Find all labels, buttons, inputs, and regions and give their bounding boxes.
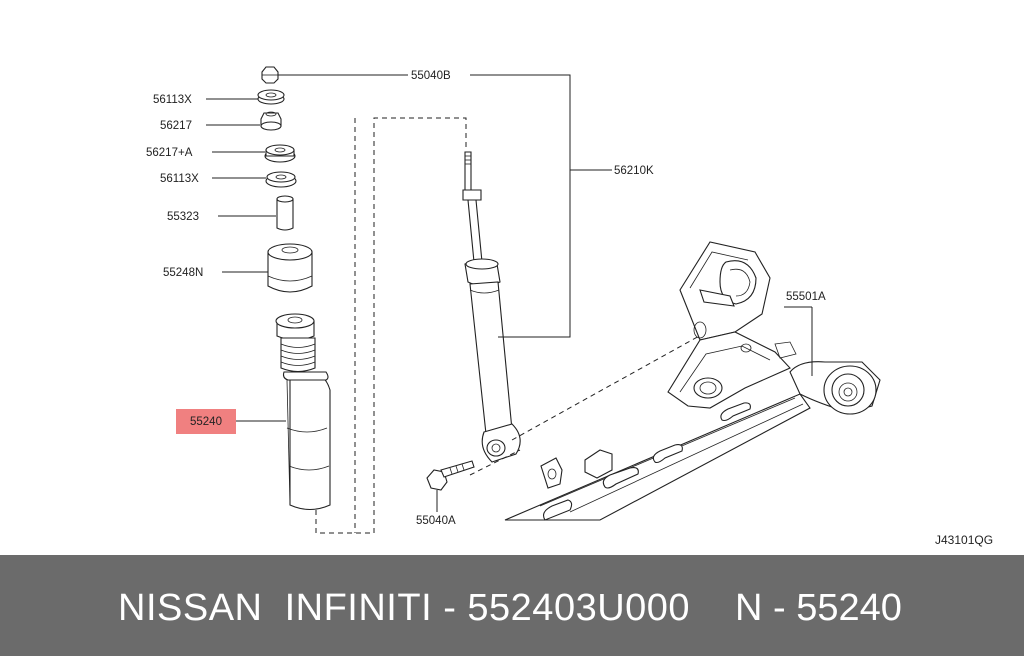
brand-part-number: NISSAN INFINITI - 552403U000 xyxy=(118,587,691,629)
reference-number: N - 55240 xyxy=(735,587,902,629)
label-55240: 55240 xyxy=(190,416,222,428)
axle-beam-55501A xyxy=(504,241,881,521)
label-56210K: 56210K xyxy=(614,165,654,177)
bump-stop-55240 xyxy=(275,313,331,511)
label-56113X-top: 56113X xyxy=(153,94,192,106)
highlight-box xyxy=(176,409,236,434)
bushing-56217 xyxy=(260,111,282,131)
spacer-55323 xyxy=(276,195,294,231)
label-56217A: 56217+A xyxy=(146,147,193,159)
dust-cap-55248N xyxy=(267,243,313,293)
label-56217: 56217 xyxy=(160,120,192,132)
label-55501A: 55501A xyxy=(786,291,826,303)
bolt-55040A xyxy=(426,460,475,491)
parts-diagram: 55040B 56113X 56217 56217+A 56113X 55323… xyxy=(146,66,881,534)
washer-56113X-top xyxy=(257,89,285,105)
label-55248N: 55248N xyxy=(163,267,203,279)
shock-absorber-56210K xyxy=(462,151,521,463)
nut-55040B xyxy=(261,66,279,84)
bushing-56217A xyxy=(264,144,296,163)
label-55323: 55323 xyxy=(167,211,199,223)
diagram-ref-code: J43101QG xyxy=(935,533,994,547)
footer-bar: NISSAN INFINITI - 552403U000 N - 55240 xyxy=(0,555,1024,656)
exploded-view-svg: 55040B 56113X 56217 56217+A 56113X 55323… xyxy=(146,66,881,534)
label-55040B: 55040B xyxy=(411,70,451,82)
label-55040A: 55040A xyxy=(416,515,456,527)
washer-56113X-bottom xyxy=(265,171,297,188)
label-56113X-bottom: 56113X xyxy=(160,173,199,185)
